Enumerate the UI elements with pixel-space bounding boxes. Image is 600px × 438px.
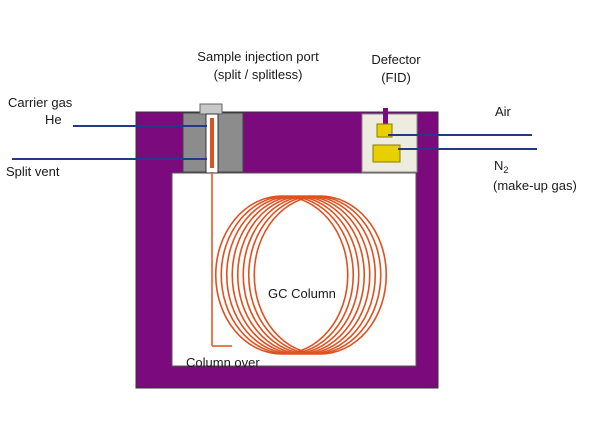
n2-label: N2 — [494, 158, 508, 175]
detector-label-2: (FID) — [381, 70, 411, 85]
makeup-gas-label: (make-up gas) — [493, 178, 577, 193]
injector-cap — [199, 103, 223, 115]
split-vent-label: Split vent — [6, 164, 60, 179]
detector-box — [361, 113, 418, 173]
injector-liner-core — [210, 118, 214, 168]
gc-column-coil — [214, 195, 388, 355]
gc-column-label: GC Column — [268, 286, 336, 301]
n2-subscript: 2 — [503, 165, 508, 175]
air-label: Air — [495, 104, 512, 119]
detector-electrode — [383, 108, 388, 132]
column-coil-loop — [253, 195, 388, 355]
carrier-gas-he-label: He — [45, 112, 62, 127]
detector-label-1: Defector — [371, 52, 421, 67]
column-oven-label: Column over — [186, 355, 260, 370]
injection-port-label-2: (split / splitless) — [214, 67, 303, 82]
n2-base: N — [494, 158, 503, 173]
carrier-gas-label: Carrier gas — [8, 95, 73, 110]
detector-upper-jet — [376, 123, 393, 138]
injection-port-label-1: Sample injection port — [197, 49, 319, 64]
detector-lower-jet — [372, 144, 401, 163]
